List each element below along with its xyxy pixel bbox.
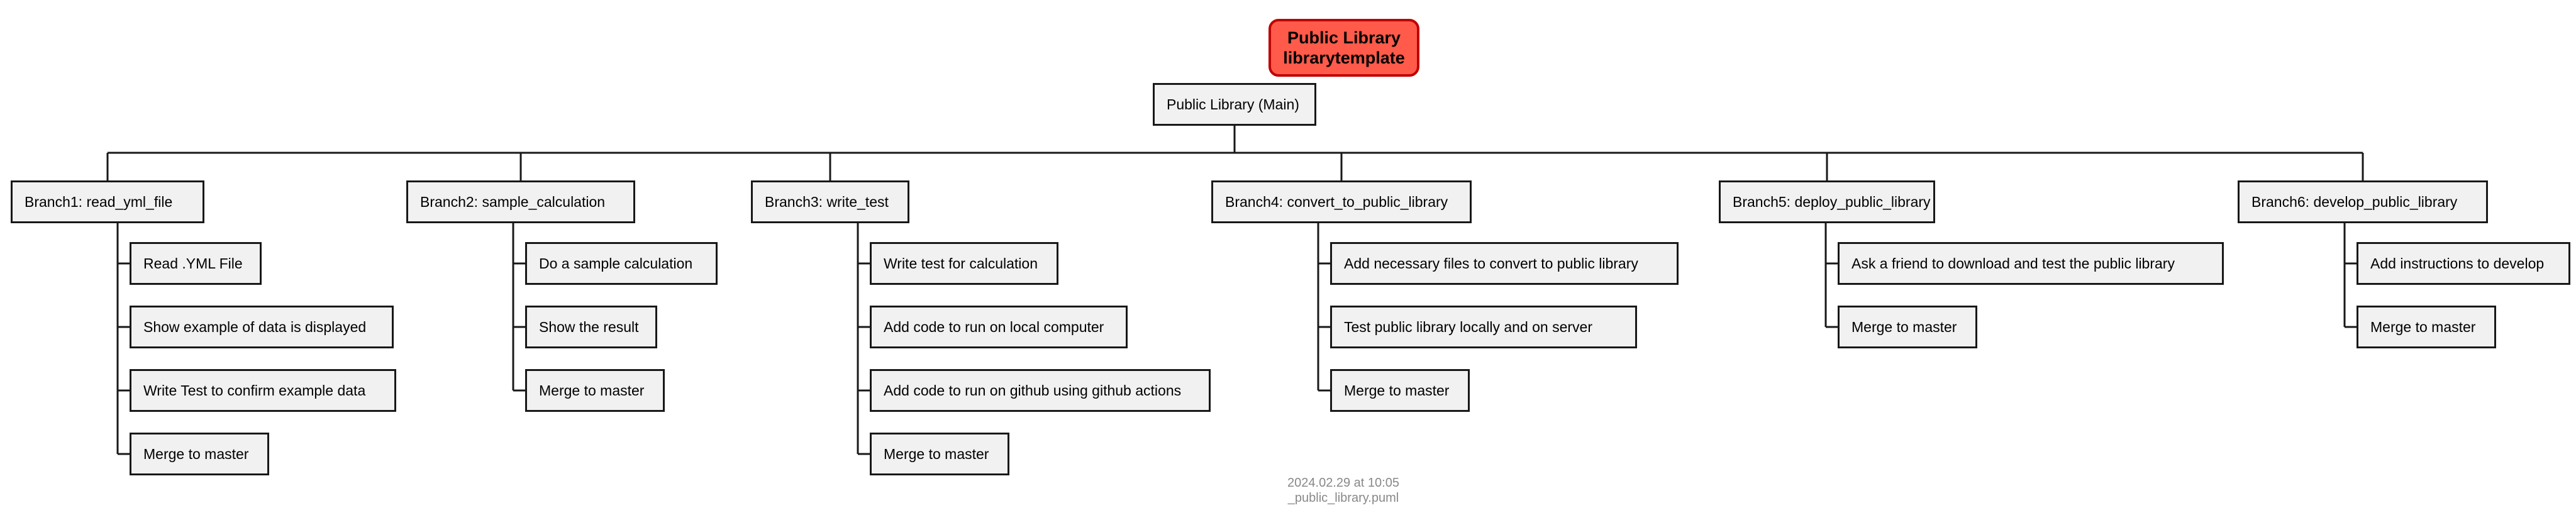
branch-node: Branch2: sample_calculation (406, 180, 635, 223)
task-node: Merge to master (2357, 306, 2496, 348)
task-node: Write test for calculation (870, 242, 1058, 285)
task-node: Add instructions to develop (2357, 242, 2570, 285)
title-line-1: Public Library (1287, 28, 1401, 47)
task-node: Read .YML File (130, 242, 262, 285)
task-node: Do a sample calculation (525, 242, 718, 285)
branch-node: Branch1: read_yml_file (11, 180, 204, 223)
task-node: Add code to run on github using github a… (870, 369, 1211, 412)
title-line-2: librarytemplate (1283, 48, 1405, 67)
root-node: Public Library (Main) (1153, 83, 1316, 126)
task-node: Merge to master (130, 433, 269, 475)
task-node: Test public library locally and on serve… (1330, 306, 1637, 348)
footer-filename: _public_library.puml (1287, 491, 1399, 505)
task-node: Merge to master (525, 369, 665, 412)
branch-node: Branch5: deploy_public_library (1719, 180, 1935, 223)
task-node: Show example of data is displayed (130, 306, 394, 348)
diagram-title: Public Library librarytemplate (1269, 19, 1419, 77)
task-node: Merge to master (1330, 369, 1470, 412)
task-node: Add code to run on local computer (870, 306, 1128, 348)
task-node: Ask a friend to download and test the pu… (1838, 242, 2224, 285)
branch-node: Branch6: develop_public_library (2238, 180, 2488, 223)
task-node: Add necessary files to convert to public… (1330, 242, 1679, 285)
footer-timestamp: 2024.02.29 at 10:05 (1287, 476, 1399, 490)
task-node: Write Test to confirm example data (130, 369, 396, 412)
branch-node: Branch3: write_test (751, 180, 909, 223)
branch-node: Branch4: convert_to_public_library (1211, 180, 1472, 223)
task-node: Show the result (525, 306, 657, 348)
task-node: Merge to master (1838, 306, 1977, 348)
task-node: Merge to master (870, 433, 1009, 475)
